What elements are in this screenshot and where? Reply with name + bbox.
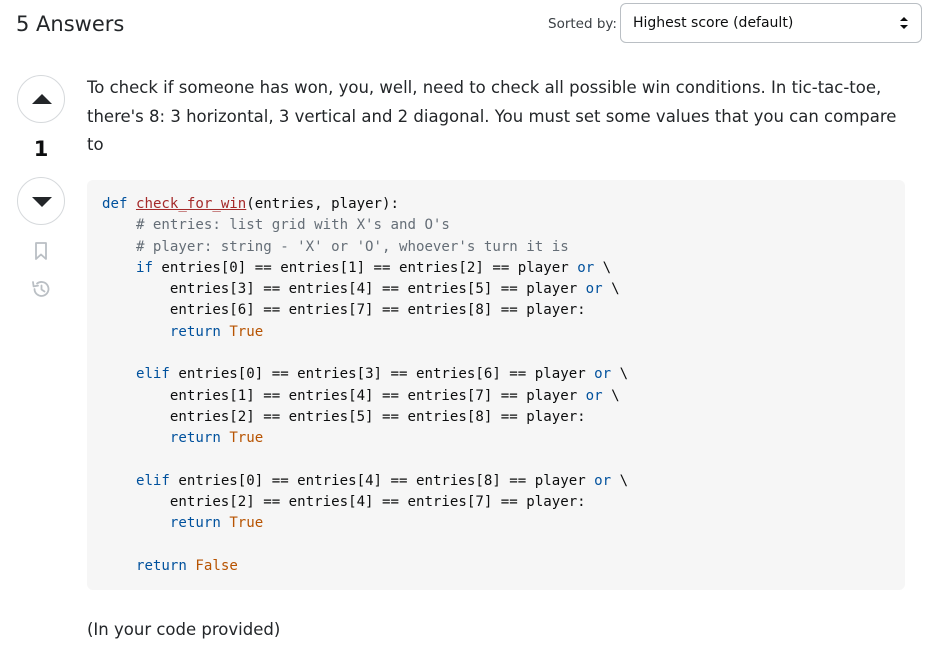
code-line: entries[2] == entries[5] == entries[8] =… (169, 408, 586, 425)
answers-count: 5 Answers (16, 12, 125, 36)
code-line: return True (169, 515, 264, 532)
code-block: def check_for_win(entries, player): # en… (87, 180, 905, 590)
code-line: if entries[0] == entries[1] == entries[2… (135, 259, 612, 276)
answer-footer-text: (In your code provided) (87, 620, 281, 639)
code-line: # entries: list grid with X's and O's (135, 217, 450, 234)
history-icon[interactable] (30, 278, 52, 300)
vote-count: 1 (33, 137, 49, 161)
code-line: entries[2] == entries[4] == entries[7] =… (169, 494, 586, 511)
arrow-up-icon (32, 94, 52, 104)
code-line (102, 535, 905, 556)
code-line (102, 450, 905, 471)
bookmark-icon[interactable] (30, 240, 52, 262)
code-line: entries[6] == entries[7] == entries[8] =… (169, 302, 586, 319)
code-line: elif entries[0] == entries[4] == entries… (135, 472, 629, 489)
upvote-button[interactable] (17, 75, 65, 123)
sort-arrows-icon (900, 17, 908, 29)
answer-body-text: To check if someone has won, you, well, … (87, 78, 897, 154)
code-line: entries[1] == entries[4] == entries[7] =… (169, 387, 620, 404)
sort-label: Sorted by: (548, 16, 617, 32)
code-line: def check_for_win(entries, player): (102, 196, 400, 212)
sort-selected-value: Highest score (default) (633, 15, 794, 31)
downvote-button[interactable] (17, 177, 65, 225)
code-line: # player: string - 'X' or 'O', whoever's… (135, 238, 569, 255)
arrow-down-icon (32, 197, 52, 207)
code-line: elif entries[0] == entries[3] == entries… (135, 366, 629, 383)
code-line: return True (169, 430, 264, 447)
sort-select[interactable]: Highest score (default) (620, 3, 922, 43)
code-line: return True (169, 323, 264, 340)
code-function-name: check_for_win (135, 196, 247, 212)
code-line (102, 343, 905, 364)
code-line: return False (135, 558, 238, 575)
code-line: entries[3] == entries[4] == entries[5] =… (169, 281, 620, 298)
